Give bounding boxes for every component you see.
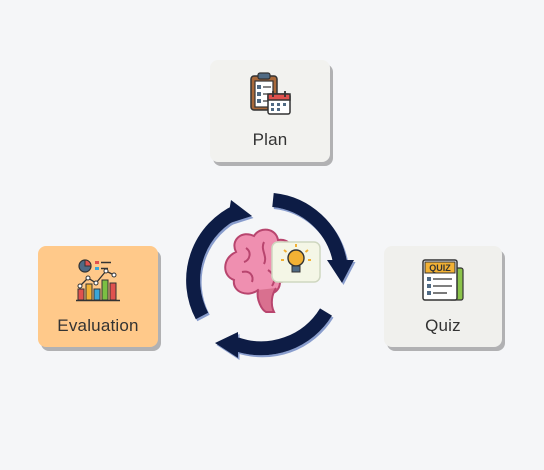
quiz-sheet-icon: QUIZ — [422, 259, 464, 301]
evaluation-label: Evaluation — [57, 316, 139, 335]
bar-chart-icon — [76, 259, 120, 302]
quiz-label: Quiz — [425, 316, 461, 335]
evaluation-card[interactable]: Evaluation — [38, 246, 158, 347]
learning-cycle-graphic — [186, 193, 354, 358]
plan-label: Plan — [252, 130, 288, 149]
quiz-card[interactable]: QUIZ Quiz — [384, 246, 502, 347]
clipboard-calendar-icon — [250, 72, 291, 115]
circular-arrows-icon — [186, 193, 354, 358]
quiz-icon-text: QUIZ — [429, 263, 451, 273]
plan-card[interactable]: Plan — [210, 60, 330, 162]
lightbulb-icon — [271, 241, 321, 283]
